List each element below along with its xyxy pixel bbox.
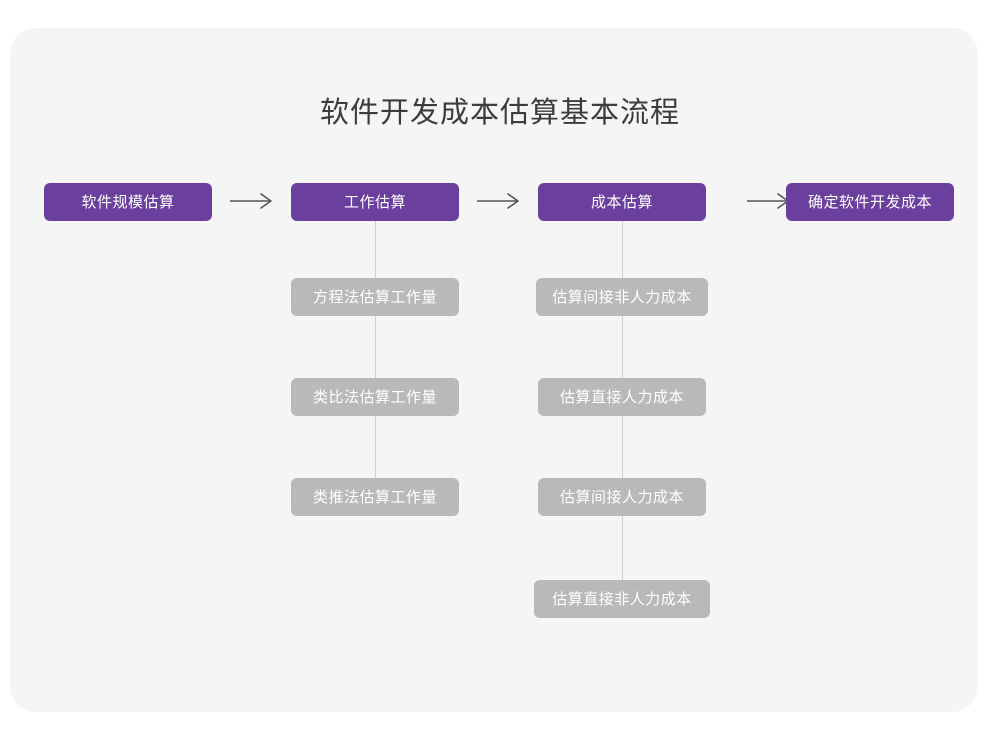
substep-box-stage2-2[interactable]: 类比法估算工作量 bbox=[291, 378, 459, 416]
stage-box-1[interactable]: 软件规模估算 bbox=[44, 183, 212, 221]
stage-box-3[interactable]: 成本估算 bbox=[538, 183, 706, 221]
substep-box-stage3-1[interactable]: 估算间接非人力成本 bbox=[536, 278, 708, 316]
substep-box-stage2-1[interactable]: 方程法估算工作量 bbox=[291, 278, 459, 316]
stage-box-2[interactable]: 工作估算 bbox=[291, 183, 459, 221]
substep-box-stage3-4[interactable]: 估算直接非人力成本 bbox=[534, 580, 710, 618]
stage-box-4[interactable]: 确定软件开发成本 bbox=[786, 183, 954, 221]
arrow-stage2-to-stage3 bbox=[475, 190, 523, 212]
substep-box-stage3-3[interactable]: 估算间接人力成本 bbox=[538, 478, 706, 516]
substep-box-stage2-3[interactable]: 类推法估算工作量 bbox=[291, 478, 459, 516]
substep-box-stage3-2[interactable]: 估算直接人力成本 bbox=[538, 378, 706, 416]
page-title: 软件开发成本估算基本流程 bbox=[319, 97, 680, 129]
content-card bbox=[10, 28, 978, 712]
connector-line-stage2 bbox=[375, 218, 376, 508]
arrow-stage1-to-stage2 bbox=[228, 190, 276, 212]
